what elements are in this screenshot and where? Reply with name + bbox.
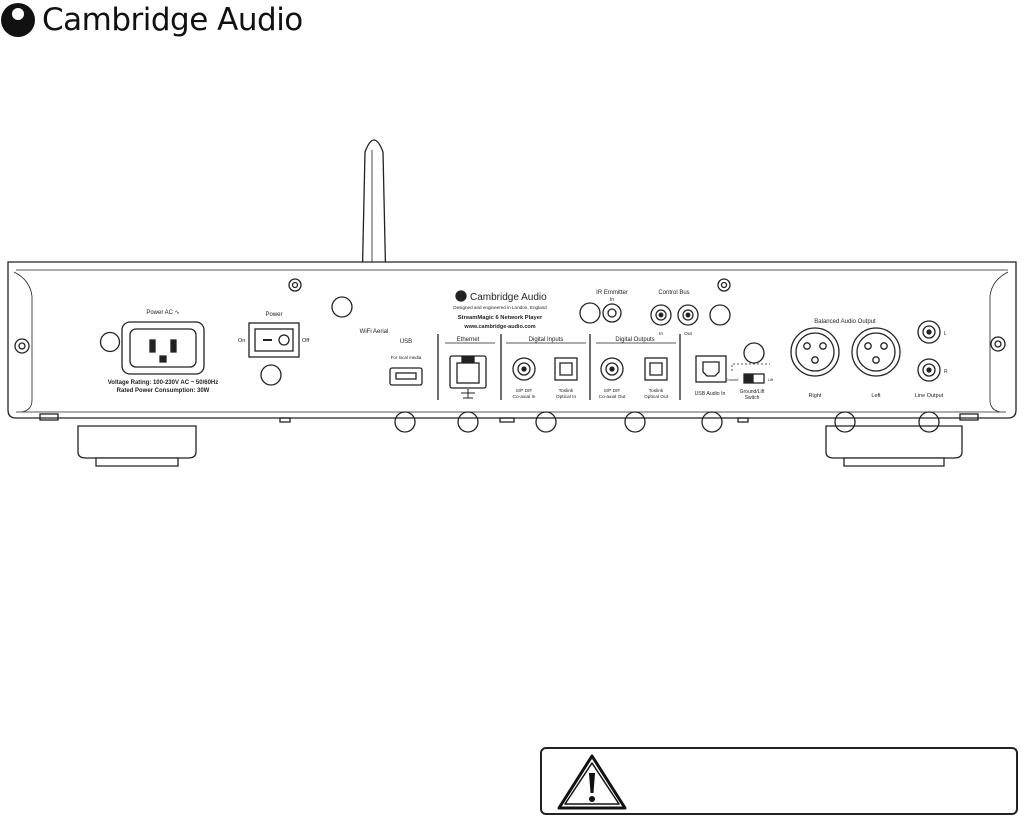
label-r: R bbox=[944, 369, 948, 375]
label-lift: Lift bbox=[768, 378, 774, 382]
label-control-bus: Control Bus bbox=[658, 290, 689, 296]
warning-box bbox=[540, 747, 1018, 815]
label-left: Left bbox=[871, 393, 881, 399]
label-spdif-in: S/P DIF bbox=[516, 388, 533, 394]
label-cb-in: In bbox=[659, 331, 663, 337]
label-wifi-aerial: WiFi Aerial bbox=[360, 329, 389, 335]
label-website: www.cambridge-audio.com bbox=[463, 324, 535, 330]
label-cb-out: Out bbox=[684, 331, 692, 337]
label-power: Power bbox=[265, 312, 282, 318]
label-line-output: Line Output bbox=[915, 393, 944, 399]
label-designed: Designed and engineered in London, Engla… bbox=[453, 305, 547, 310]
label-power-ac: Power AC ∿ bbox=[146, 310, 179, 316]
brand-name: Cambridge Audio bbox=[42, 2, 303, 38]
label-ground-lift: Ground/Lift bbox=[740, 389, 765, 395]
label-product-brand: Cambridge Audio bbox=[470, 292, 547, 303]
label-on: On bbox=[238, 338, 245, 344]
label-usb: USB bbox=[400, 339, 412, 345]
label-power-consumption: Rated Power Consumption: 30W bbox=[117, 388, 210, 394]
label-ethernet: Ethernet bbox=[457, 337, 480, 343]
label-voltage-rating: Voltage Rating: 100-230V AC ~ 50/60Hz bbox=[108, 380, 219, 386]
label-ground-lift-switch: Switch bbox=[745, 395, 760, 401]
label-spdif-out: S/P DIF bbox=[604, 388, 621, 394]
label-digital-outputs: Digital Outputs bbox=[615, 337, 654, 343]
label-coaxial-out: Co-axial Out bbox=[599, 394, 626, 400]
label-usb-audio-in: USB Audio In bbox=[695, 391, 726, 397]
label-digital-inputs: Digital Inputs bbox=[529, 337, 564, 343]
label-ground: Ground bbox=[726, 378, 739, 382]
label-optical-in: Optical In bbox=[556, 394, 577, 400]
brand-logo: Cambridge Audio bbox=[0, 0, 303, 40]
label-ir-emitter: IR Emmitter bbox=[596, 290, 628, 296]
label-usb-sub: For local media bbox=[391, 355, 422, 360]
label-optical-out: Optical Out bbox=[644, 394, 669, 400]
label-coaxial-in: Co-axial In bbox=[513, 394, 536, 400]
label-off: Off bbox=[302, 338, 310, 344]
label-l: L bbox=[944, 331, 947, 337]
label-toslink-out: Toslink bbox=[649, 388, 664, 394]
label-balanced-output: Balanced Audio Output bbox=[814, 319, 876, 325]
label-right: Right bbox=[809, 393, 822, 399]
brand-logo-icon bbox=[1, 3, 35, 37]
label-product-name: StreamMagic 6 Network Player bbox=[458, 315, 543, 321]
warning-triangle-icon bbox=[557, 754, 627, 810]
label-toslink-in: Toslink bbox=[559, 388, 574, 394]
label-ir-in: In bbox=[610, 297, 614, 303]
